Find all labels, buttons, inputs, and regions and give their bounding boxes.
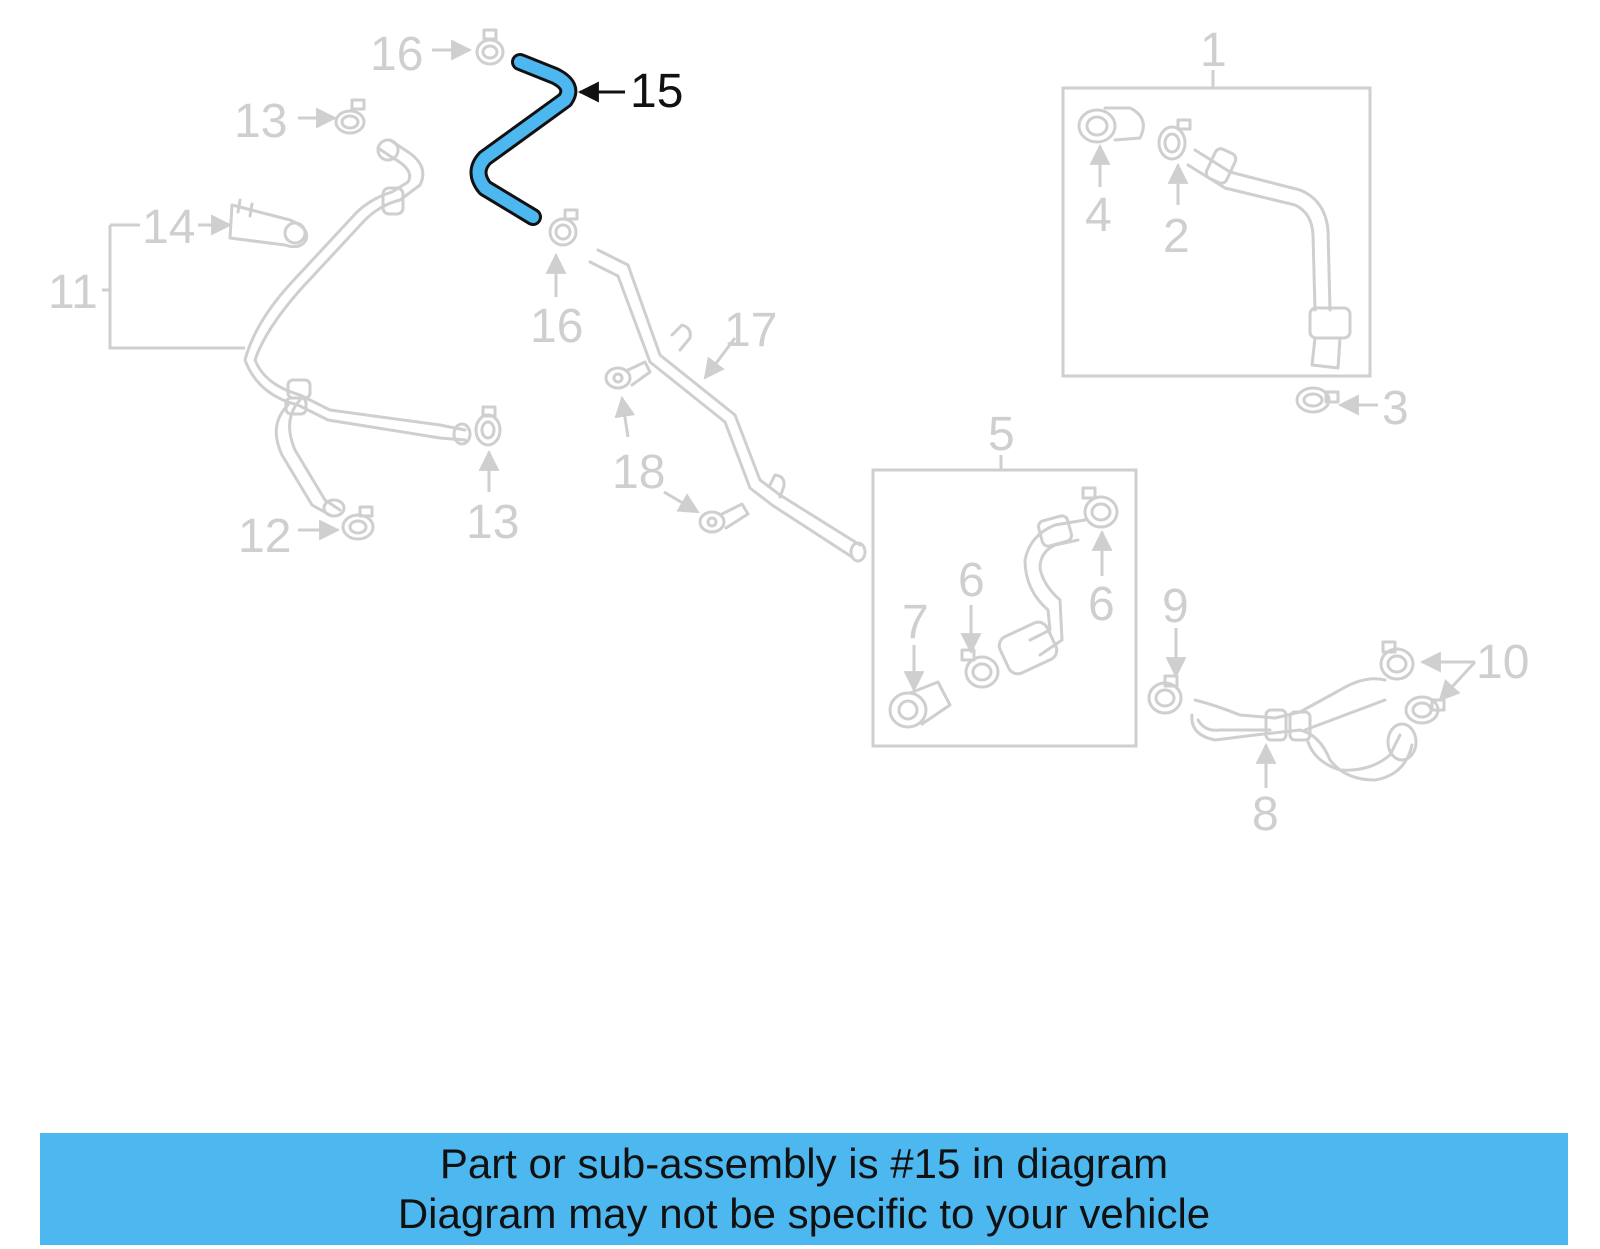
callout-3: 3 <box>1382 382 1409 435</box>
callout-16-top: 16 <box>370 28 423 81</box>
callout-9: 9 <box>1162 580 1189 633</box>
bolt-18-upper <box>604 360 652 390</box>
callout-11: 11 <box>48 266 98 319</box>
callout-17: 17 <box>724 304 777 357</box>
hose-kit-box-1 <box>1061 70 1372 378</box>
hose-clamp-12 <box>341 505 375 541</box>
callout-1: 1 <box>1200 24 1227 77</box>
callout-6-right: 6 <box>1088 578 1115 631</box>
callout-16-lower: 16 <box>530 300 583 353</box>
bolt-18-lower <box>698 502 750 534</box>
callout-18: 18 <box>612 446 665 499</box>
hose-clamp-16-lower <box>548 208 579 247</box>
callout-7: 7 <box>902 596 929 649</box>
callout-10: 10 <box>1476 636 1529 689</box>
callout-6-left: 6 <box>958 554 985 607</box>
coolant-pipe-17 <box>588 248 867 563</box>
hose-8 <box>1147 640 1446 782</box>
callout-13-top: 13 <box>234 95 287 148</box>
hose-clamp-13-top <box>334 98 366 135</box>
callout-14: 14 <box>142 201 195 254</box>
banner-disclaimer: Diagram may not be specific to your vehi… <box>397 1190 1211 1237</box>
hose-clamp-13-right <box>474 405 502 447</box>
hose-kit-box-5 <box>871 455 1138 748</box>
callout-8: 8 <box>1252 788 1279 841</box>
callout-5: 5 <box>988 408 1015 461</box>
hose-clamp-16-top <box>475 28 505 66</box>
callout-labels: 1 2 3 4 5 6 6 7 8 9 10 11 12 13 13 14 15… <box>48 24 1529 841</box>
callout-2: 2 <box>1163 210 1190 263</box>
callout-4: 4 <box>1085 189 1112 242</box>
callout-13-bottom: 13 <box>466 496 519 549</box>
hose-clamp-3 <box>1295 386 1340 414</box>
callout-15: 15 <box>630 65 683 118</box>
leader-lines <box>198 39 1477 788</box>
coolant-pipe-assembly-11 <box>102 138 472 518</box>
info-banner: Part or sub-assembly is #15 in diagram D… <box>40 1133 1568 1245</box>
banner-part-reference: Part or sub-assembly is #15 in diagram <box>439 1140 1169 1187</box>
hose-15-highlighted[interactable] <box>469 53 578 226</box>
callout-12: 12 <box>238 510 291 563</box>
